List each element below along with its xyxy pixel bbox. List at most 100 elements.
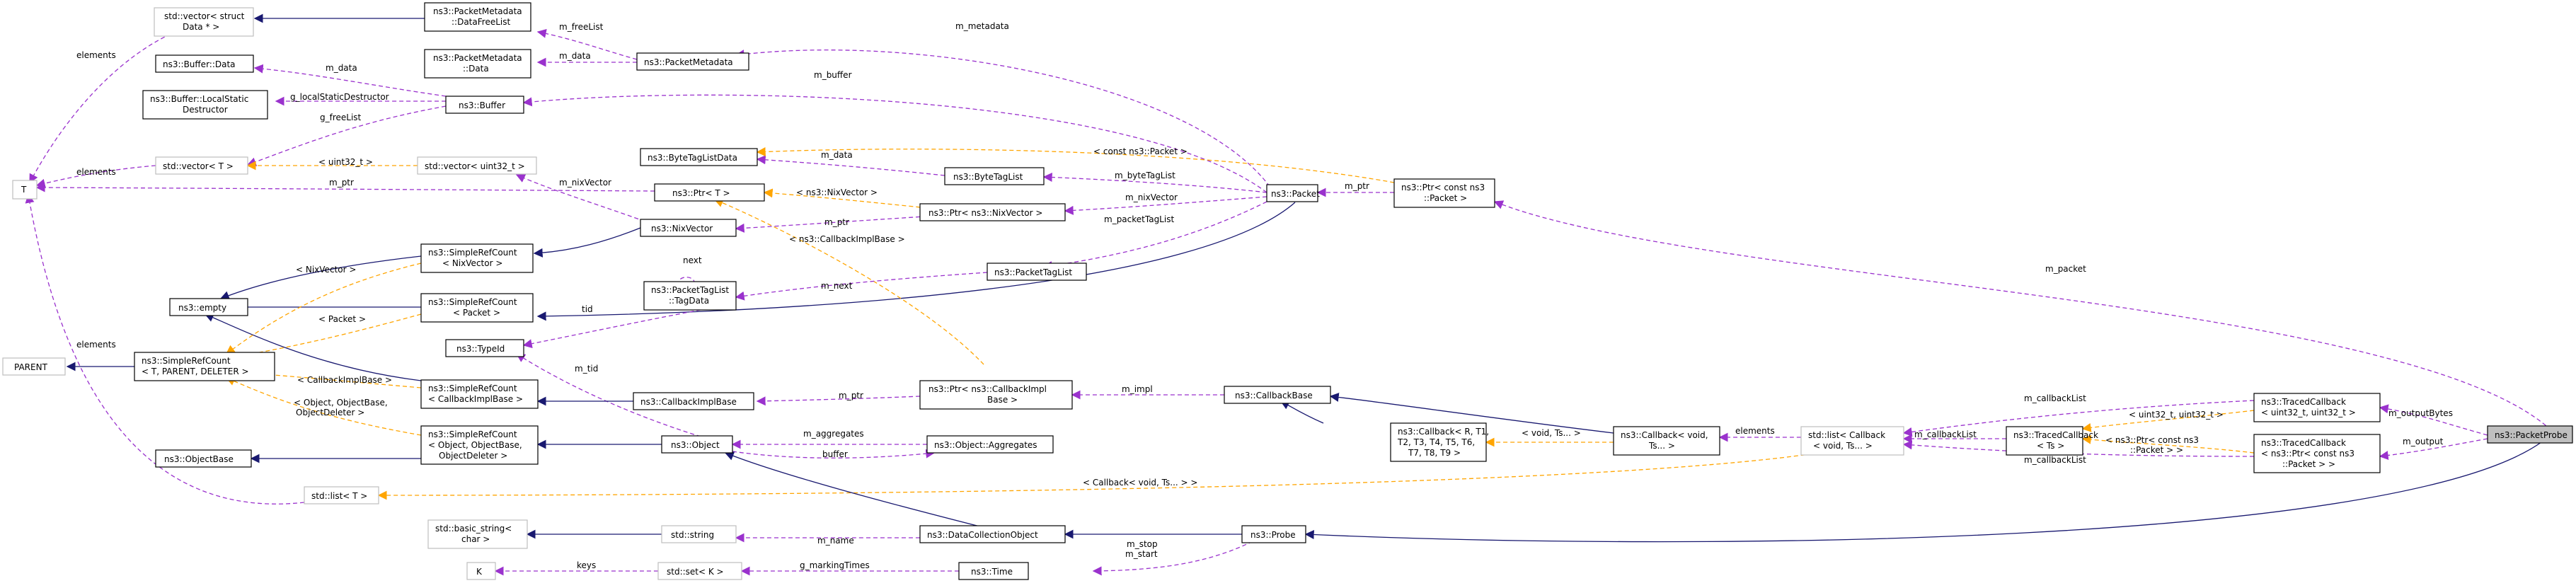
node-callback-void[interactable]: ns3::Callback< void,Ts... > (1613, 426, 1720, 456)
edge-label: < NixVector > (296, 265, 356, 275)
edge-tracedpacket-packetprobe (2379, 438, 2488, 461)
node-object[interactable]: ns3::Object (661, 435, 733, 454)
edge-label: g_localStaticDestructor (290, 92, 389, 102)
node-callbackimplbase[interactable]: ns3::CallbackImplBase (633, 392, 754, 410)
node-packetmetadata-datafreelist[interactable]: ns3::PacketMetadata::DataFreeList (424, 2, 531, 32)
svg-text:ns3::TracedCallback< Ts >: ns3::TracedCallback< Ts > (2013, 430, 2098, 451)
edge-label: m_aggregates (803, 429, 864, 439)
svg-text:ns3::Callback< R, T1,T2, T3, T: ns3::Callback< R, T1,T2, T3, T4, T5, T6,… (1397, 427, 1489, 458)
edge-template-ptrpacket (2081, 434, 2255, 454)
svg-text:ns3::PacketMetadata: ns3::PacketMetadata (644, 57, 733, 67)
edge-bytetaglistdata-bytetaglist (756, 155, 945, 176)
svg-text:ns3::ObjectBase: ns3::ObjectBase (164, 454, 234, 464)
edge-label: m_callbackList (1914, 430, 1977, 439)
svg-text:ns3::SimpleRefCount< Object, O: ns3::SimpleRefCount< Object, ObjectBase,… (428, 430, 522, 461)
edge-label: m_metadata (955, 21, 1009, 31)
edge-label: elements (1735, 426, 1775, 436)
edge-label: m_nixVector (559, 178, 611, 188)
node-tracedcallback-packet[interactable]: ns3::TracedCallback< ns3::Ptr< const ns3… (2253, 434, 2381, 473)
edge-label: keys (577, 560, 596, 570)
edge-bufferdata-buffer (253, 64, 447, 97)
node-tracedcallback-uint32[interactable]: ns3::TracedCallback< uint32_t, uint32_t … (2253, 393, 2381, 422)
node-packettaglist-tagdata[interactable]: ns3::PacketTagList::TagData (643, 281, 737, 311)
edge-label: g_freeList (320, 113, 362, 122)
edge-label: m_tid (575, 364, 598, 374)
node-nixvector[interactable]: ns3::NixVector (640, 219, 737, 237)
edge-bytetaglist-packet (1042, 173, 1267, 193)
edge-layer (25, 13, 2552, 576)
node-simplerefcount-generic[interactable]: ns3::SimpleRefCount< T, PARENT, DELETER … (134, 352, 275, 381)
edge-tagdata-packettaglist (735, 272, 988, 301)
edge-ptrconstpacket-packetprobe (1493, 200, 2552, 431)
edge-label: < ns3::NixVector > (796, 188, 878, 197)
edge-template-nix-rc (225, 263, 422, 354)
node-callbackbase[interactable]: ns3::CallbackBase (1224, 386, 1331, 404)
edge-label: m_ptr (824, 217, 849, 227)
node-objectbase[interactable]: ns3::ObjectBase (155, 449, 252, 468)
edge-label: < CallbackImplBase > (297, 375, 392, 385)
node-parent: PARENT (2, 357, 66, 376)
node-list-callback: std::list< Callback< void, Ts... > (1800, 426, 1904, 456)
node-packetmetadata[interactable]: ns3::PacketMetadata (636, 52, 749, 71)
node-callback-generic[interactable]: ns3::Callback< R, T1,T2, T3, T4, T5, T6,… (1390, 422, 1489, 462)
edge-label: buffer (822, 449, 848, 459)
edge-label: m_packetTagList (1104, 214, 1174, 224)
edge-vectorT-T (35, 165, 156, 188)
node-empty[interactable]: ns3::empty (169, 298, 248, 316)
edge-label: m_data (326, 63, 357, 73)
node-probe[interactable]: ns3::Probe (1241, 525, 1306, 543)
node-datacollectionobject[interactable]: ns3::DataCollectionObject (919, 525, 1066, 543)
svg-text:T: T (21, 185, 27, 195)
node-typeid[interactable]: ns3::TypeId (445, 339, 524, 357)
svg-text:K: K (476, 567, 483, 577)
node-simplerefcount-object[interactable]: ns3::SimpleRefCount< Object, ObjectBase,… (420, 425, 539, 465)
node-object-aggregates[interactable]: ns3::Object::Aggregates (926, 435, 1054, 454)
node-packetprobe[interactable]: ns3::PacketProbe (2487, 425, 2573, 444)
edge-time-probe (1092, 541, 1253, 576)
edge-label: m_outputBytes (2388, 408, 2453, 418)
edge-inherit-dco-object (724, 451, 991, 530)
node-packet[interactable]: ns3::Packet (1266, 184, 1320, 202)
node-simplerefcount-packet[interactable]: ns3::SimpleRefCount< Packet > (420, 293, 534, 323)
svg-text:ns3::PacketTagList: ns3::PacketTagList (994, 267, 1072, 277)
node-packettaglist[interactable]: ns3::PacketTagList (987, 263, 1087, 281)
edge-label: elements (76, 50, 116, 60)
node-bytetaglist[interactable]: ns3::ByteTagList (944, 167, 1045, 185)
node-simplerefcount-callbackimplbase[interactable]: ns3::SimpleRefCount< CallbackImplBase > (420, 379, 539, 409)
svg-text:ns3::Time: ns3::Time (971, 567, 1013, 577)
edge-inherit-packet-srcpacket (536, 202, 1296, 321)
edge-label: < Object, ObjectBase,ObjectDeleter > (294, 398, 388, 417)
node-ptr-nixvector[interactable]: ns3::Ptr< ns3::NixVector > (919, 203, 1066, 221)
edge-template-cb-rc (225, 367, 422, 388)
node-bytetaglistdata[interactable]: ns3::ByteTagListData (640, 148, 758, 166)
edge-vec-datafreelist-T (29, 28, 185, 184)
node-ptr-const-packet[interactable]: ns3::Ptr< const ns3::Packet > (1393, 178, 1495, 208)
node-list-T: std::list< T > (304, 486, 379, 505)
node-packetmetadata-data[interactable]: ns3::PacketMetadata::Data (424, 49, 531, 79)
edge-inherit-cbgeneric-cbbase (1280, 400, 1324, 424)
node-simplerefcount-nixvector[interactable]: ns3::SimpleRefCount< NixVector > (420, 243, 534, 273)
node-buffer-data[interactable]: ns3::Buffer::Data (155, 54, 254, 73)
node-buffer[interactable]: ns3::Buffer (445, 96, 524, 114)
edge-metadata-packet (735, 50, 1275, 193)
edge-label: m_nixVector (1125, 192, 1178, 202)
svg-text:ns3::Callback< void,Ts... >: ns3::Callback< void,Ts... > (1621, 430, 1708, 451)
svg-text:ns3::Ptr< ns3::NixVector >: ns3::Ptr< ns3::NixVector > (928, 208, 1042, 218)
edge-label: tid (582, 304, 593, 314)
edge-label: m_byteTagList (1115, 171, 1175, 180)
node-time[interactable]: ns3::Time (958, 562, 1029, 580)
edge-datafreelist-metadata (536, 28, 638, 60)
svg-text:ns3::PacketMetadata::Data: ns3::PacketMetadata::Data (433, 53, 522, 74)
node-ptr-T[interactable]: ns3::Ptr< T > (654, 183, 765, 202)
node-tracedcallback-ts[interactable]: ns3::TracedCallback< Ts > (2006, 426, 2098, 456)
edge-label: m_name (817, 536, 854, 546)
edge-template-obj-rc (225, 376, 422, 436)
node-basic-string: std::basic_string<char > (427, 519, 528, 549)
edge-label: m_output (2403, 437, 2444, 446)
svg-text:ns3::NixVector: ns3::NixVector (651, 224, 713, 234)
